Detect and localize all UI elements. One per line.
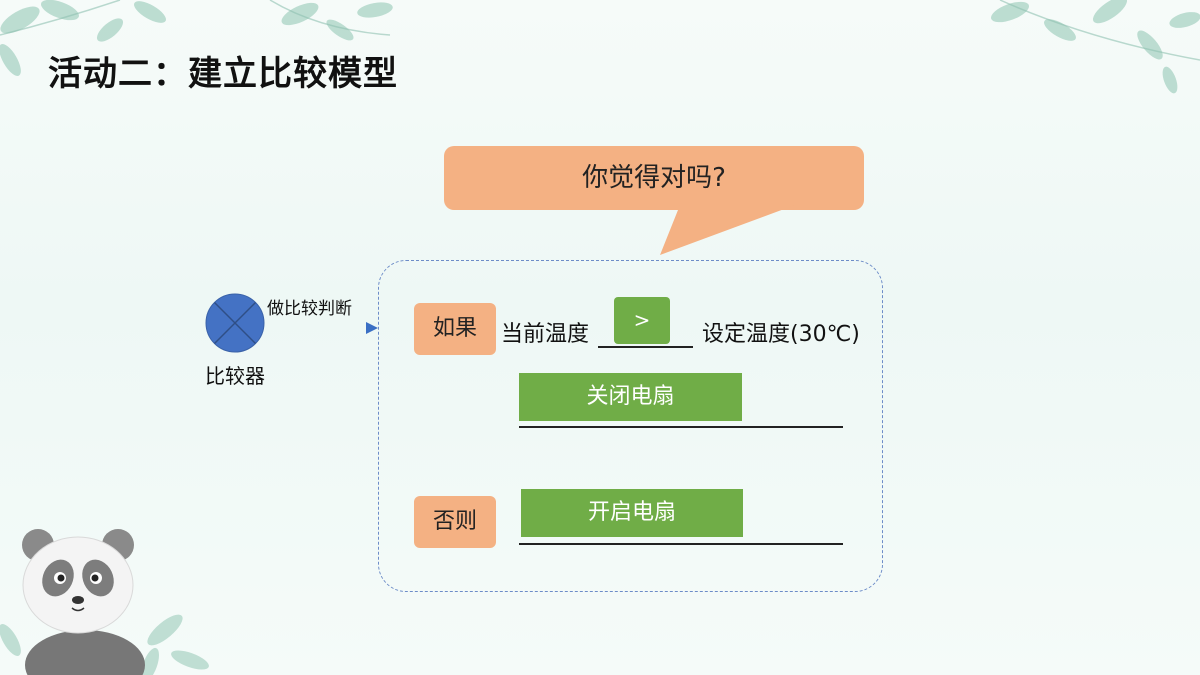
speech-bubble-tail [660,205,795,255]
arrow-icon [268,322,378,334]
if-action-line [519,426,843,428]
comparator-label: 比较器 [205,364,265,388]
if-tag: 如果 [414,303,496,355]
speech-bubble-text: 你觉得对吗? [582,163,726,193]
open-fan-button[interactable]: 开启电扇 [521,489,743,537]
set-temp-label: 设定温度(30℃) [702,322,860,347]
operator-blank-line [598,346,693,348]
close-fan-button[interactable]: 关闭电扇 [519,373,742,421]
comparator-icon [205,293,265,353]
current-temp-label: 当前温度 [501,322,590,347]
leaves-decoration-top-right [991,0,1200,94]
operator-button[interactable]: > [614,297,670,344]
leaves-decoration-top-left [0,0,393,76]
panda-illustration [0,529,209,675]
page-title: 活动二：建立比较模型 [48,54,398,94]
else-tag: 否则 [414,496,496,548]
logic-container [378,260,883,592]
speech-bubble: 你觉得对吗? [444,146,864,210]
else-action-line [519,543,843,545]
arrow-label: 做比较判断 [267,299,352,319]
